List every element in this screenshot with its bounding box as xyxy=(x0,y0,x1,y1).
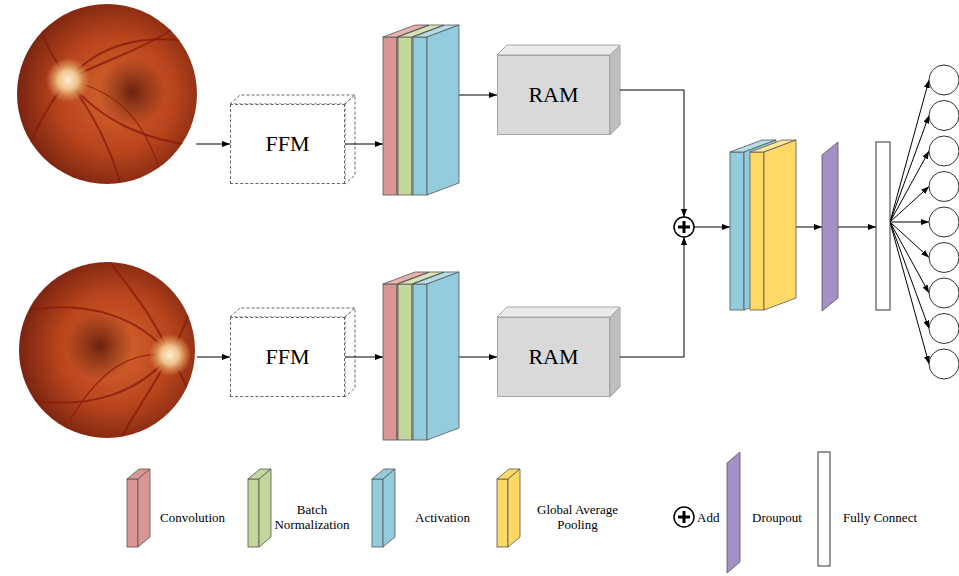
module-box: FFM xyxy=(230,104,345,184)
legend-swatch xyxy=(126,468,152,550)
layer-slab xyxy=(383,25,796,440)
module-box: RAM xyxy=(497,317,610,397)
legend-swatch xyxy=(247,468,273,550)
module-label: RAM xyxy=(528,82,578,108)
legend-label: Batch Normalization xyxy=(272,502,352,532)
arrow-head xyxy=(375,141,383,360)
module-box: FFM xyxy=(230,317,345,397)
legend-label: Fully Connect xyxy=(843,510,917,525)
legend-label: Convolution xyxy=(160,510,225,525)
module-box: RAM xyxy=(497,55,610,135)
legend-swatch xyxy=(371,468,397,550)
module-label: RAM xyxy=(528,344,578,370)
box-depth xyxy=(230,95,355,397)
module-label: FFM xyxy=(265,344,309,370)
legend-label: Global Average Pooling xyxy=(525,502,630,532)
module-label: FFM xyxy=(265,131,309,157)
fc-layer xyxy=(876,142,890,310)
legend-label: Activation xyxy=(415,510,470,525)
fundus-image xyxy=(19,262,195,440)
legend-label: Droupout xyxy=(752,510,802,525)
dropout-layer xyxy=(822,142,838,311)
fundus-image xyxy=(17,2,200,190)
output-neuron xyxy=(929,65,959,379)
box-depth xyxy=(497,45,620,397)
add-symbol xyxy=(674,217,694,237)
legend-shape xyxy=(674,452,830,573)
legend-label: Add xyxy=(697,510,719,525)
legend-swatch xyxy=(496,468,522,550)
